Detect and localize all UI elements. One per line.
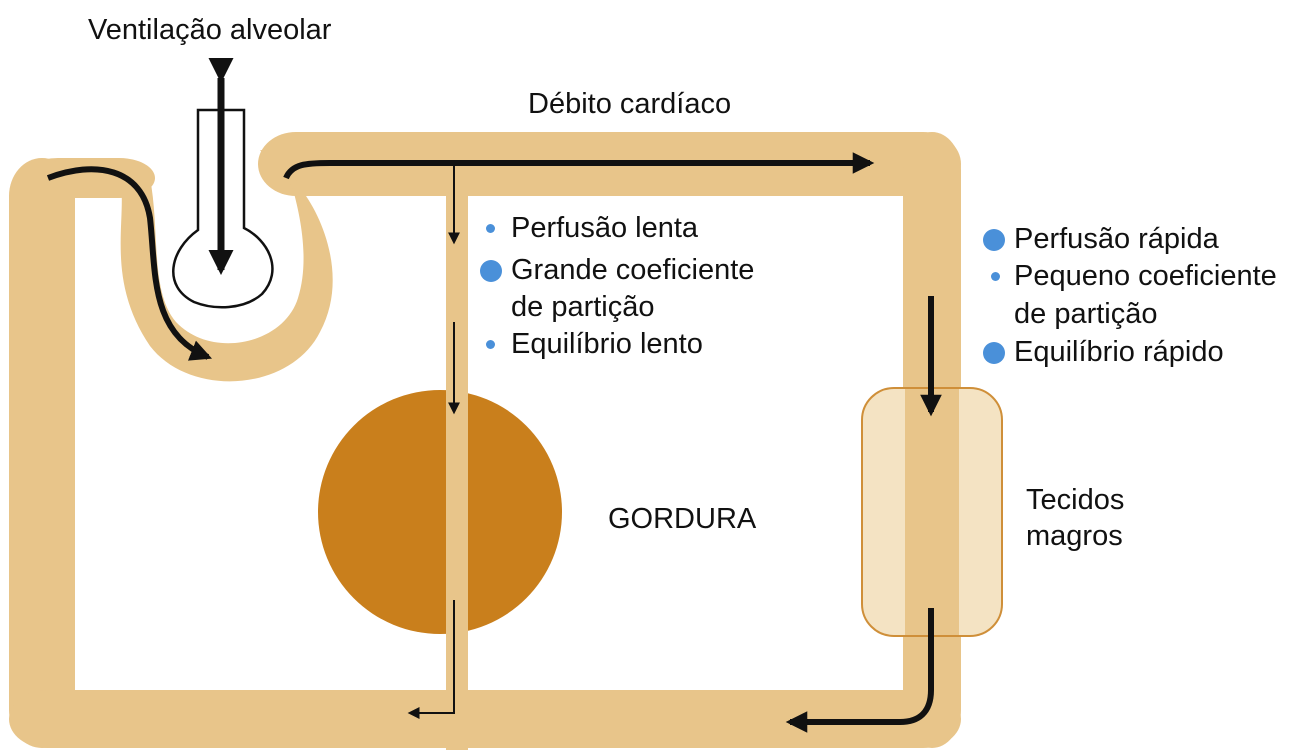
lean-tissue-label-line2: magros bbox=[1026, 520, 1123, 552]
alveolar-loop bbox=[120, 150, 333, 382]
lean-property-item: Equilíbrio rápido bbox=[1014, 336, 1224, 368]
fat-return-arrow bbox=[407, 600, 455, 719]
lean-return-arrow bbox=[785, 608, 934, 733]
small-bullet bbox=[486, 224, 495, 233]
fat-label: GORDURA bbox=[608, 503, 757, 535]
large-bullet bbox=[480, 260, 502, 282]
small-bullet bbox=[991, 272, 1000, 281]
cardiac-output-arrow bbox=[283, 152, 875, 180]
fat-tissue bbox=[318, 390, 562, 634]
bottom-vessel bbox=[9, 690, 961, 748]
lean-property-item: de partição bbox=[1014, 298, 1158, 330]
small-bullet bbox=[486, 340, 495, 349]
fat-property-item: de partição bbox=[511, 291, 655, 323]
large-bullet bbox=[983, 229, 1005, 251]
large-bullet bbox=[983, 342, 1005, 364]
lean-property-item: Perfusão rápida bbox=[1014, 223, 1219, 255]
left-vessel bbox=[9, 158, 75, 748]
cardiac-output-label: Débito cardíaco bbox=[528, 88, 732, 120]
fat-property-item: Grande coeficiente bbox=[511, 254, 755, 286]
fat-tissue-vessel-overlay bbox=[446, 385, 468, 640]
fat-property-item: Perfusão lenta bbox=[511, 212, 699, 244]
lean-tissue-label-line1: Tecidos bbox=[1026, 484, 1125, 516]
fat-property-item: Equilíbrio lento bbox=[511, 328, 703, 360]
flow-arrows bbox=[46, 57, 942, 733]
ventilation-label: Ventilação alveolar bbox=[88, 14, 332, 46]
lean-property-item: Pequeno coeficiente bbox=[1014, 260, 1277, 292]
lean-tissue-vessel-overlay bbox=[905, 389, 959, 635]
pulmonary-flow-arrow bbox=[46, 166, 213, 361]
